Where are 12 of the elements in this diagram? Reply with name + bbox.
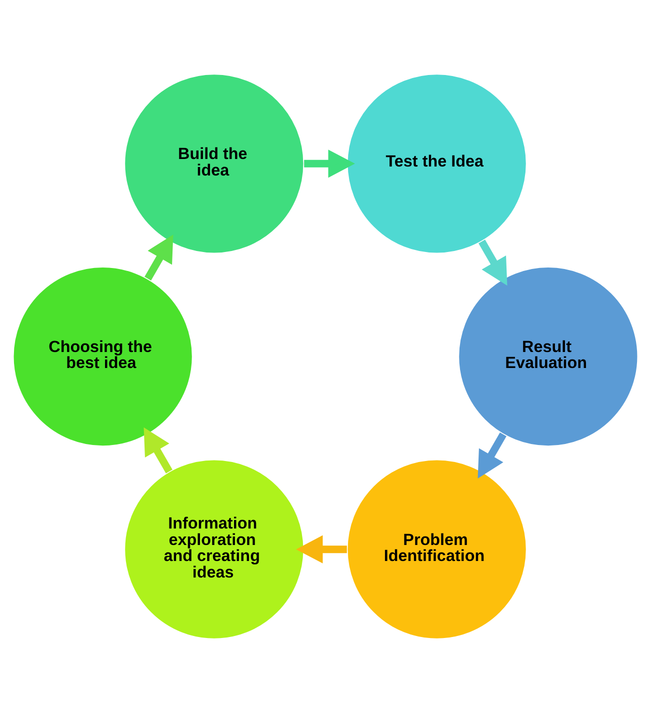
node-circle: Result Evaluation (458, 266, 638, 447)
node-circle: Problem Identification (346, 459, 528, 640)
arrow (144, 234, 174, 280)
node-circle: Test the Idea (346, 73, 528, 254)
node-circle: Build the idea (124, 73, 304, 254)
node-circle: Information exploration and creating ideas (124, 459, 304, 640)
arrow (144, 427, 172, 474)
arrow (478, 240, 508, 286)
arrow (296, 535, 347, 564)
arrow (304, 150, 355, 178)
arrow (478, 432, 506, 478)
node-circle: Choosing the best idea (12, 266, 194, 447)
